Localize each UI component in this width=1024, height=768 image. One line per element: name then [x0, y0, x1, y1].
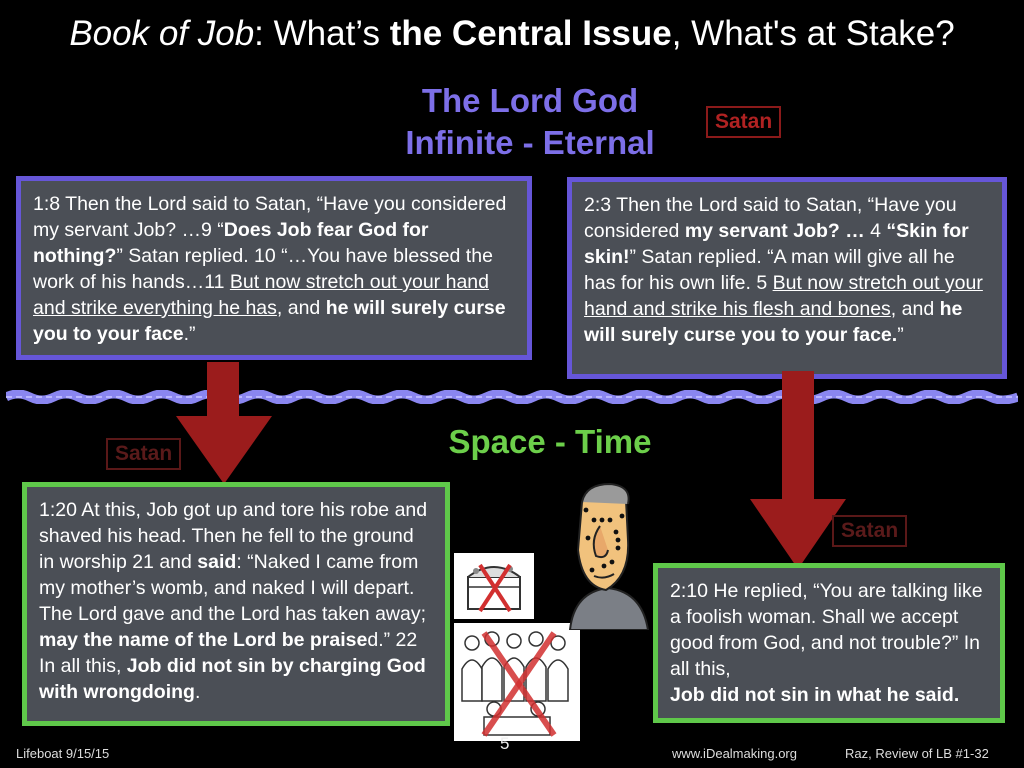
box2-underline1: But now stretch out your hand and strike…: [584, 272, 983, 320]
box3-text4: .: [194, 681, 201, 703]
heaven-line2: Infinite - Eternal: [405, 124, 655, 161]
box3-bold2: may the name of the Lord be praise: [39, 629, 368, 651]
title-sep: : What’s: [254, 14, 390, 53]
satan-label-right: Satan: [832, 515, 908, 547]
box3-bold1: said: [197, 551, 237, 573]
scripture-box-2-3: 2:3 Then the Lord said to Satan, “Have y…: [567, 177, 1007, 379]
scripture-box-1-8: 1:8 Then the Lord said to Satan, “Have y…: [16, 176, 532, 360]
satan-label-left: Satan: [106, 438, 182, 470]
heaven-heading: The Lord God Infinite - Eternal: [330, 80, 730, 164]
title-end: , What's at Stake?: [671, 14, 955, 53]
box4-text1: 2:10 He replied, “You are talking like a…: [670, 580, 983, 680]
box3-text2: : “Naked I came from my mother’s womb, a…: [39, 551, 427, 625]
job-cartoon-icon: [568, 482, 650, 630]
box1-text1: 1:8 Then the Lord said to Satan, “Have y…: [33, 193, 507, 241]
box4-bold1: Job did not sin in what he said.: [670, 684, 960, 706]
heaven-line1: The Lord God: [421, 82, 639, 119]
box2-text1: 2:3 Then the Lord said to Satan, “Have y…: [584, 194, 957, 242]
box2-bold2: “Skin for skin!: [584, 220, 969, 268]
footer-date: Lifeboat 9/15/15: [16, 746, 110, 761]
box1-text2: ” Satan replied. 10 “…You have blessed t…: [33, 245, 493, 293]
box1-underline1: But now stretch out your hand and strike…: [33, 271, 489, 319]
box3-text1: 1:20 At this, Job got up and tore his ro…: [39, 499, 428, 573]
box3-bold3: Job did not sin by charging God with wro…: [39, 655, 426, 703]
box1-text4: .”: [183, 323, 196, 345]
box3-text3: d.” 22 In all this,: [39, 629, 418, 677]
box2-text3: ” Satan replied. “A man will give all he…: [584, 246, 955, 294]
footer-site: www.iDealmaking.org: [672, 746, 797, 761]
title-book: Book of Job: [69, 14, 255, 53]
box1-text3: , and: [276, 297, 326, 319]
title-emphasis: the Central Issue: [389, 14, 672, 53]
space-time-heading: Space - Time: [448, 423, 652, 460]
satan-label-top: Satan: [706, 106, 782, 138]
arrow-down-right: [750, 371, 846, 569]
box2-text4: , and: [890, 298, 940, 320]
box1-bold2: he will surely curse you to your face: [33, 297, 506, 345]
page-number: 5: [500, 734, 510, 753]
box2-text2: 4: [864, 220, 887, 242]
slide-title: Book of Job: What’s the Central Issue, W…: [0, 14, 1024, 54]
family-group-icon: [454, 623, 580, 741]
treasure-chest-icon: [454, 553, 534, 619]
footer-reference: Raz, Review of LB #1-32: [845, 746, 989, 761]
box2-bold3: he will surely curse you to your face.: [584, 298, 963, 346]
box2-text5: ”: [897, 324, 904, 346]
arrow-down-left: [176, 362, 272, 484]
box2-bold1: my servant Job? …: [684, 220, 865, 242]
scripture-box-2-10: 2:10 He replied, “You are talking like a…: [653, 563, 1005, 723]
scripture-box-1-20: 1:20 At this, Job got up and tore his ro…: [22, 482, 450, 726]
realm-divider: [6, 390, 1018, 404]
box1-bold1: Does Job fear God for nothing?: [33, 219, 429, 267]
